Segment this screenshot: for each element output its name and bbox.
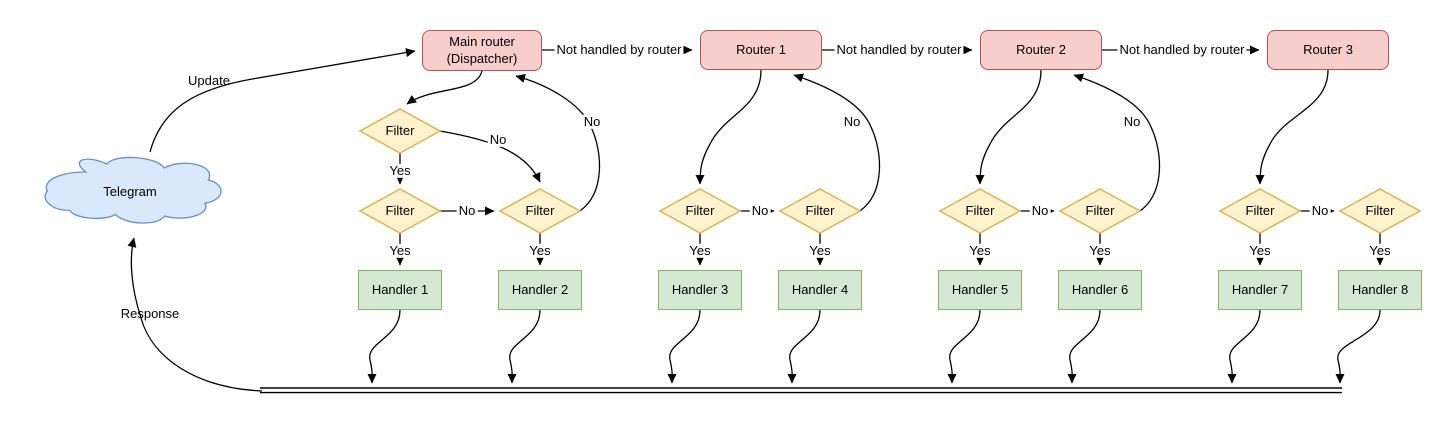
edge-filterB-no-return-dispatcher — [515, 74, 601, 212]
filter-diamond-3 — [658, 188, 742, 234]
edge-router1-to-filter — [695, 69, 762, 185]
no-label: No — [1029, 202, 1051, 219]
router-1-label: Router 1 — [736, 41, 786, 57]
filter-diamond-8 — [1338, 188, 1422, 234]
edge-handler5-to-bus — [947, 309, 981, 384]
edge-response — [127, 237, 263, 392]
yes-label: Yes — [1367, 242, 1393, 259]
filter-label: Filter — [1245, 202, 1275, 218]
no-label: No — [456, 202, 478, 219]
no-label: No — [1309, 202, 1331, 219]
filter-label: Filter — [965, 202, 995, 218]
filter-diamond-dispatcher-top — [358, 108, 442, 154]
yes-label: Yes — [387, 242, 413, 259]
filter-label: Filter — [385, 202, 415, 218]
filter-diamond-5 — [938, 188, 1022, 234]
handler-3-label: Handler 3 — [671, 281, 729, 297]
filter-label: Filter — [525, 202, 555, 218]
edge-handler6-to-bus — [1067, 309, 1101, 384]
edge-handler1-to-bus — [367, 309, 401, 384]
edge-handler3-to-bus — [667, 309, 701, 384]
not-handled-label-2: Not handled by router — [834, 41, 964, 58]
handler-7-label: Handler 7 — [1231, 281, 1289, 297]
no-label: No — [487, 131, 509, 148]
filter-diamond-7 — [1218, 188, 1302, 234]
edge-router2-to-filter — [975, 69, 1042, 185]
main-router-label-line2: (Dispatcher) — [446, 50, 518, 66]
filter-label: Filter — [685, 202, 715, 218]
filter-diamond-6 — [1058, 188, 1142, 234]
no-label: No — [1121, 113, 1143, 130]
filter-diamond-2 — [498, 188, 582, 234]
handler-6-node: Handler 6 — [1058, 270, 1142, 310]
edge-router2-no-return — [1073, 73, 1161, 212]
router-2-node: Router 2 — [980, 30, 1102, 70]
yes-label: Yes — [807, 242, 833, 259]
filter-diamond-1 — [358, 188, 442, 234]
filter-label: Filter — [805, 202, 835, 218]
not-handled-label-3: Not handled by router — [1117, 41, 1247, 58]
handler-2-node: Handler 2 — [498, 270, 582, 310]
yes-label: Yes — [1247, 242, 1273, 259]
edge-handler8-to-bus — [1335, 309, 1381, 384]
yes-label: Yes — [687, 242, 713, 259]
response-label: Response — [120, 305, 180, 321]
no-label: No — [749, 202, 771, 219]
router-3-label: Router 3 — [1303, 41, 1353, 57]
edge-router1-no-return — [793, 73, 881, 212]
handler-4-node: Handler 4 — [778, 270, 862, 310]
edge-handler2-to-bus — [507, 309, 541, 384]
filter-label: Filter — [385, 122, 415, 138]
yes-label: Yes — [527, 242, 553, 259]
telegram-cloud-shape — [44, 156, 222, 224]
edge-filter0-no — [439, 130, 541, 183]
handler-4-label: Handler 4 — [791, 281, 849, 297]
filter-diamond-4 — [778, 188, 862, 234]
router-3-node: Router 3 — [1267, 30, 1389, 70]
no-label: No — [841, 113, 863, 130]
handler-6-label: Handler 6 — [1071, 281, 1129, 297]
no-label: No — [581, 113, 603, 130]
handler-8-node: Handler 8 — [1338, 270, 1422, 310]
telegram-label: Telegram — [103, 183, 157, 199]
main-router-node: Main router (Dispatcher) — [422, 30, 542, 71]
handler-1-node: Handler 1 — [358, 270, 442, 310]
main-router-label-line1: Main router — [449, 34, 515, 50]
handler-5-label: Handler 5 — [951, 281, 1009, 297]
edge-handler7-to-bus — [1227, 309, 1261, 384]
edge-handler4-to-bus — [787, 309, 821, 384]
router-2-label: Router 2 — [1016, 41, 1066, 57]
router-1-node: Router 1 — [700, 30, 822, 70]
yes-label: Yes — [387, 162, 413, 179]
handler-5-node: Handler 5 — [938, 270, 1022, 310]
handler-3-node: Handler 3 — [658, 270, 742, 310]
handler-7-node: Handler 7 — [1218, 270, 1302, 310]
yes-label: Yes — [1087, 242, 1113, 259]
not-handled-label-1: Not handled by router — [554, 41, 684, 58]
update-label: Update — [188, 72, 230, 88]
filter-label: Filter — [1365, 202, 1395, 218]
handler-1-label: Handler 1 — [371, 281, 429, 297]
edge-dispatcher-to-filter0 — [406, 70, 483, 105]
handler-8-label: Handler 8 — [1351, 281, 1409, 297]
handler-2-label: Handler 2 — [511, 281, 569, 297]
edge-update — [149, 48, 416, 153]
edge-router3-to-filter — [1255, 69, 1329, 185]
yes-label: Yes — [967, 242, 993, 259]
filter-label: Filter — [1085, 202, 1115, 218]
